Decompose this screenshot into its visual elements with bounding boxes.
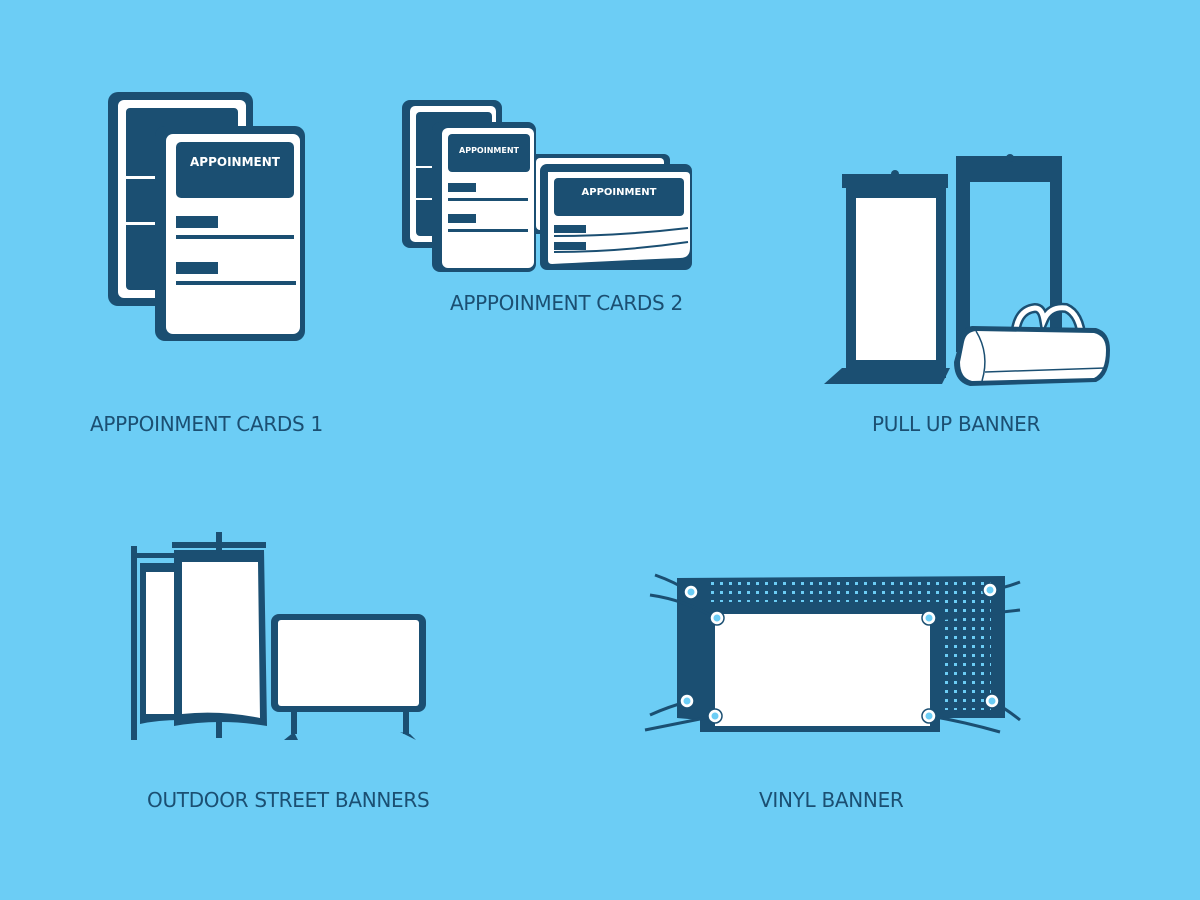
card-title-text: APPOINMENT (582, 187, 657, 198)
grommets (679, 582, 1000, 724)
vinyl-banner-label: VINYL BANNER (759, 788, 904, 812)
pull-up-banner-icon (824, 154, 1110, 386)
card-title-text: APPOINMENT (190, 155, 281, 169)
card-title-text: APPOINMENT (459, 146, 520, 155)
outdoor-street-banners-icon (131, 532, 426, 740)
appointment-cards-2-icon: APPOINMENT APPOINMENT (402, 100, 692, 272)
appointment-cards-2-label: APPPOINMENT CARDS 2 (450, 291, 683, 315)
appointment-cards-1-icon: APPOINMENT (108, 92, 305, 341)
outdoor-street-banners-label: OUTDOOR STREET BANNERS (147, 788, 430, 812)
vinyl-banner-icon (644, 573, 1021, 734)
appointment-cards-1-label: APPPOINMENT CARDS 1 (90, 412, 323, 436)
pull-up-banner-label: PULL UP BANNER (872, 412, 1041, 436)
